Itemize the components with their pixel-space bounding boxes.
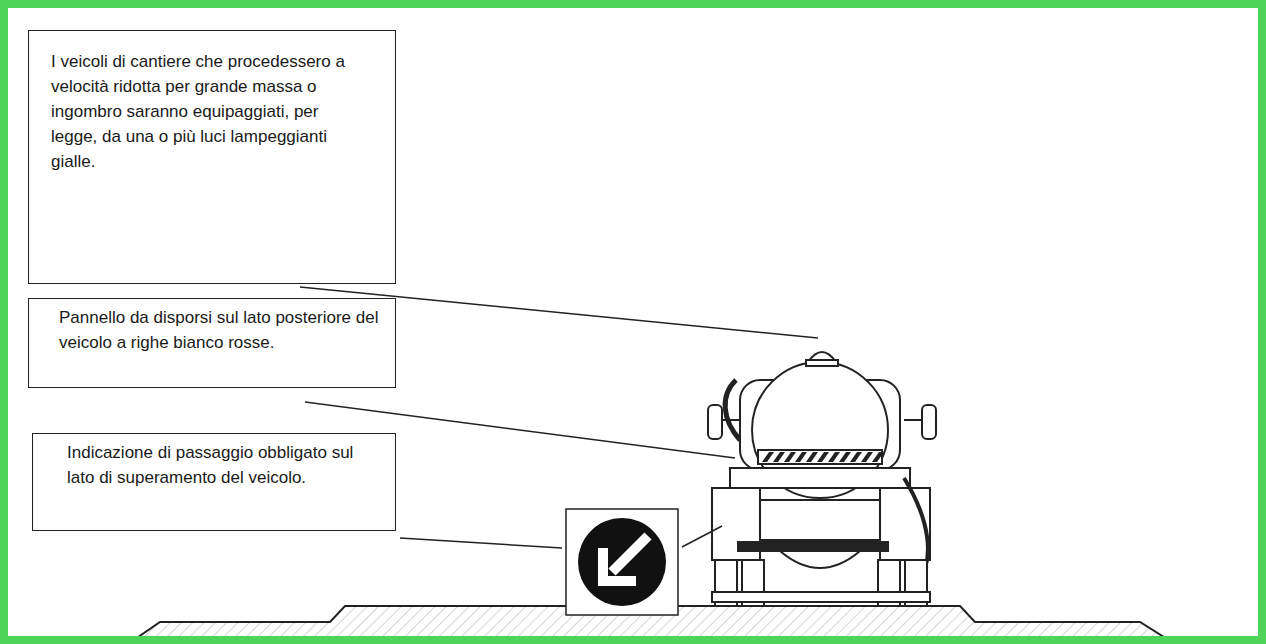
truck-rear <box>708 352 936 606</box>
callout-box: Pannello da disporsi sul lato posteriore… <box>28 298 396 388</box>
callout-box: I veicoli di cantiere che procedessero a… <box>28 30 396 284</box>
callout-box: Indicazione di passaggio obbligato sul l… <box>32 433 396 531</box>
callout-text: Pannello da disporsi sul lato posteriore… <box>59 305 379 355</box>
callout-text: I veicoli di cantiere che procedessero a… <box>51 49 361 174</box>
keep-left-sign <box>566 509 678 615</box>
callout-text: Indicazione di passaggio obbligato sul l… <box>67 440 367 490</box>
striped-panel <box>758 450 884 464</box>
